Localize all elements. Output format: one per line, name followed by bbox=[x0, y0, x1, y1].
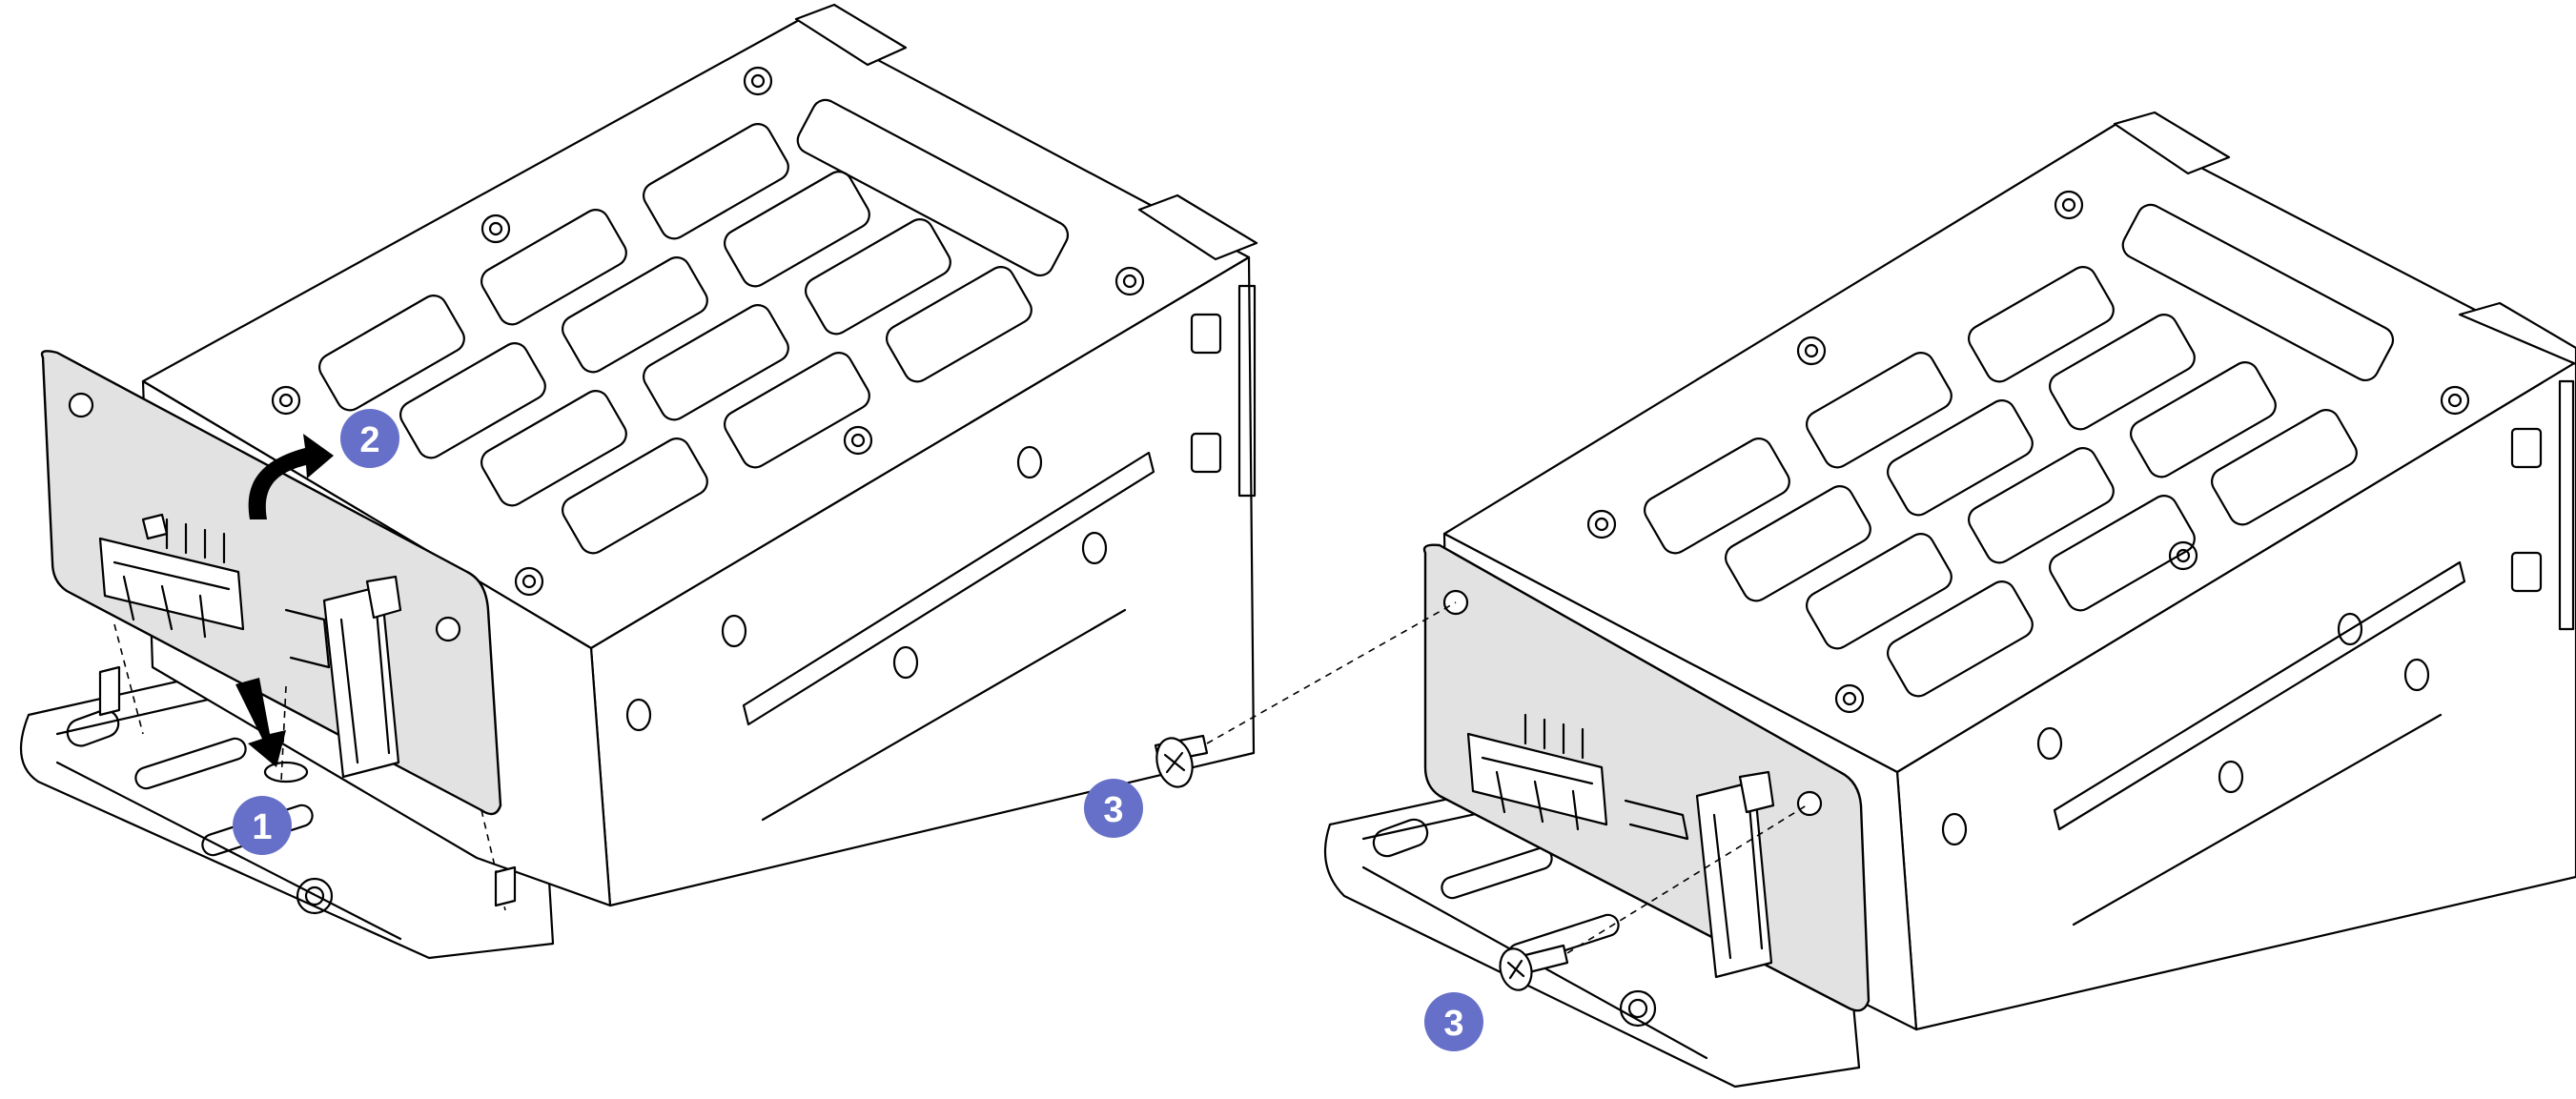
rotate-arrow bbox=[248, 434, 334, 519]
callout-badge-3-upper: 3 bbox=[1084, 779, 1143, 838]
callout-badge-3-lower: 3 bbox=[1424, 992, 1483, 1051]
signal-connector-installed bbox=[1624, 770, 1775, 979]
svg-text:2: 2 bbox=[359, 420, 379, 460]
right-drive-cage-assembly bbox=[1154, 111, 2576, 1089]
callout-badge-1: 1 bbox=[233, 796, 292, 855]
down-arrow bbox=[235, 678, 286, 767]
left-drive-cage-assembly bbox=[19, 3, 1258, 960]
svg-text:3: 3 bbox=[1443, 1004, 1463, 1044]
signal-connector bbox=[284, 575, 402, 779]
right-cage-vent-pattern bbox=[1644, 203, 2395, 698]
screw-lower bbox=[1499, 944, 1569, 991]
callout-badge-2: 2 bbox=[340, 409, 399, 468]
power-connector bbox=[98, 513, 245, 639]
right-backplane bbox=[1422, 543, 1871, 1012]
left-cage-vent-pattern bbox=[318, 98, 1070, 555]
screw-upper bbox=[1154, 734, 1209, 788]
svg-text:3: 3 bbox=[1103, 790, 1123, 830]
left-backplane bbox=[40, 350, 502, 816]
svg-text:1: 1 bbox=[252, 807, 272, 847]
power-connector-installed bbox=[1466, 713, 1608, 831]
